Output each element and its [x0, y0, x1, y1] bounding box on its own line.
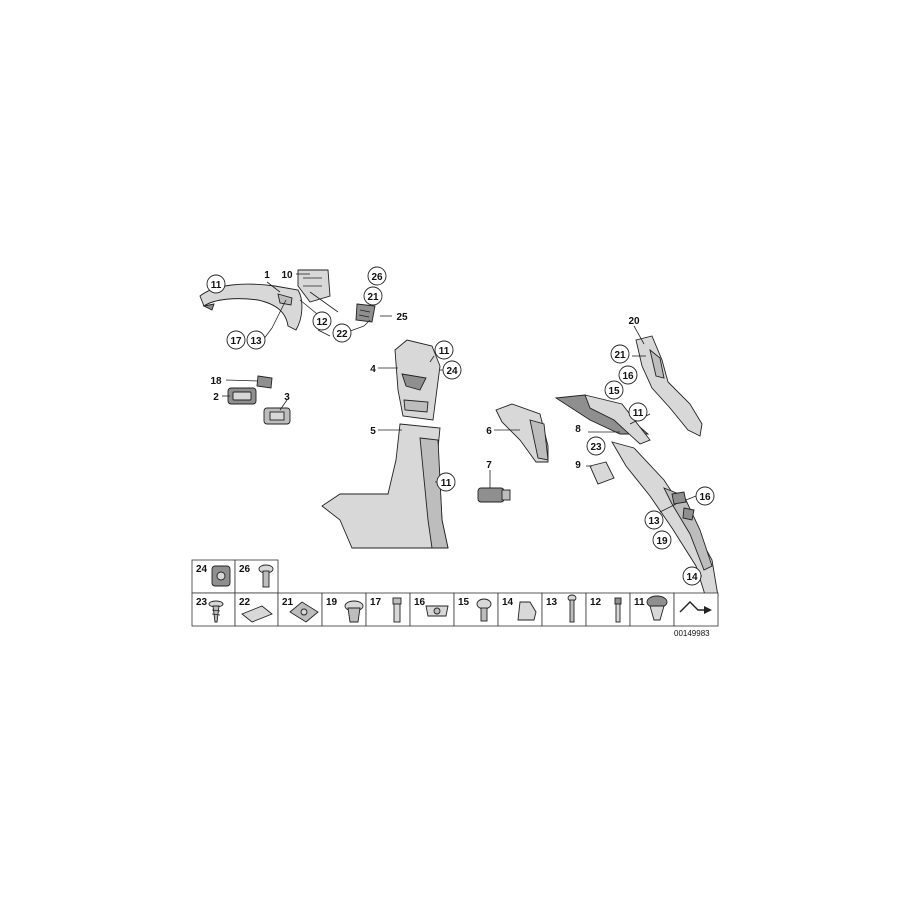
leaders-group-4	[489, 429, 520, 488]
part-10-bracket	[297, 269, 331, 303]
legend-24: 24	[196, 564, 208, 575]
screw-icon-13	[567, 594, 577, 623]
callout-24: 24	[446, 366, 458, 377]
legend-23: 23	[196, 597, 208, 608]
callout-8: 8	[575, 424, 581, 435]
part-1-a-pillar-trim	[199, 283, 303, 331]
part-9-cover	[589, 461, 615, 485]
clip-nut-icon-24	[211, 565, 231, 587]
callout-15: 15	[608, 386, 620, 397]
callout-21: 21	[614, 350, 626, 361]
bracket-icon-14	[517, 601, 537, 621]
callout-14: 14	[686, 572, 698, 583]
callout-10: 10	[281, 270, 293, 281]
part-20-strip	[635, 335, 703, 437]
clip-icon-21	[289, 601, 319, 623]
callout-7: 7	[486, 460, 492, 471]
callout-13: 13	[250, 336, 262, 347]
callout-3: 3	[284, 392, 290, 403]
part-6-c-pillar-cover	[495, 403, 549, 463]
callout-25: 25	[396, 312, 408, 323]
diagram-id: 00149983	[674, 629, 710, 638]
legend-14: 14	[502, 597, 514, 608]
part-18-clip	[256, 375, 273, 389]
callout-21: 21	[367, 292, 379, 303]
expanding-clip-icon-11	[646, 595, 668, 621]
part-3-cover	[263, 407, 291, 425]
legend-15: 15	[458, 597, 470, 608]
rivet-icon-12	[614, 597, 622, 623]
callout-9: 9	[575, 460, 581, 471]
legend-26: 26	[239, 564, 251, 575]
callout-11: 11	[211, 280, 222, 291]
part-25-clip	[355, 303, 376, 323]
leaders-group-2	[222, 379, 288, 411]
part-8-rear-side-trim	[554, 394, 719, 599]
legend-19: 19	[326, 597, 338, 608]
callout-17: 17	[230, 336, 242, 347]
pad-icon-22	[241, 605, 273, 623]
plug-icon-19	[344, 600, 364, 623]
callout-16: 16	[699, 492, 711, 503]
callout-16: 16	[622, 371, 634, 382]
callout-19: 19	[656, 536, 668, 547]
callout-4: 4	[370, 364, 376, 375]
callout-6: 6	[486, 426, 492, 437]
legend-11: 11	[634, 597, 645, 608]
callout-18: 18	[210, 376, 222, 387]
callout-13: 13	[648, 516, 660, 527]
legend-17: 17	[370, 597, 382, 608]
callout-20: 20	[628, 316, 640, 327]
direction-arrow-icon	[679, 601, 712, 614]
screw-icon-26	[258, 564, 274, 588]
callout-12: 12	[316, 317, 328, 328]
bolt-icon-17	[392, 597, 402, 623]
screw-icon-23	[208, 600, 224, 623]
callout-5: 5	[370, 426, 376, 437]
legend-13: 13	[546, 597, 558, 608]
callout-1: 1	[264, 270, 270, 281]
callout-26: 26	[371, 272, 383, 283]
part-2-cover	[227, 387, 257, 405]
part-7-cover	[477, 487, 511, 503]
screw-icon-15	[476, 598, 492, 622]
nut-clip-icon-16	[425, 605, 449, 617]
part-5-lower-b-pillar	[321, 423, 449, 549]
part-4-upper-b-pillar	[394, 339, 441, 421]
circled-callouts	[206, 266, 715, 586]
legend-21: 21	[282, 597, 294, 608]
callout-22: 22	[336, 329, 348, 340]
callout-23: 23	[590, 442, 602, 453]
callout-11: 11	[633, 408, 644, 419]
legend-12: 12	[590, 597, 602, 608]
legend-16: 16	[414, 597, 426, 608]
leaders-group-3	[378, 355, 446, 483]
callout-11: 11	[439, 346, 450, 357]
legend-22: 22	[239, 597, 251, 608]
callout-11: 11	[441, 478, 452, 489]
callout-2: 2	[213, 392, 219, 403]
